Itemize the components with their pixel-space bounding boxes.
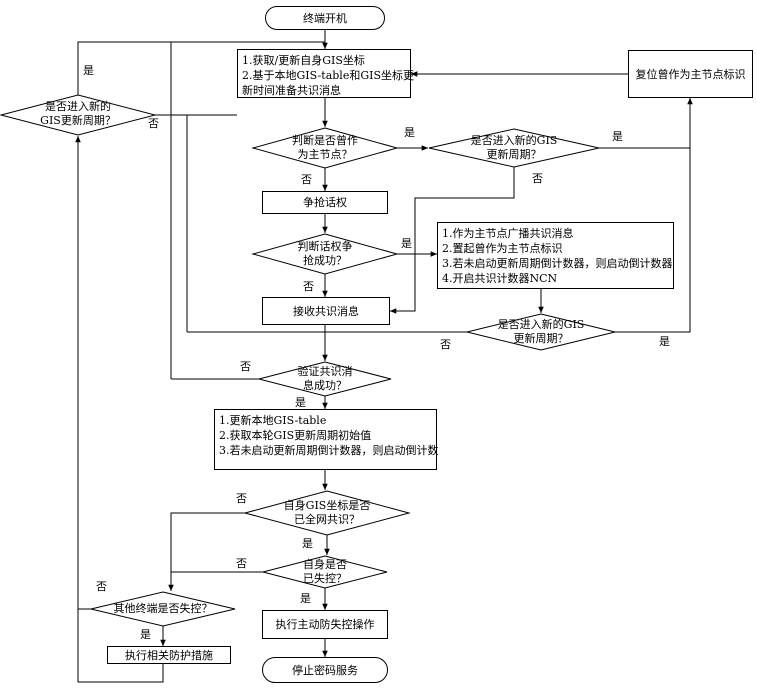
label-yes-lower: 是 <box>659 335 670 348</box>
lower-new-period-line-2: 更新周期？ <box>513 332 569 345</box>
decision-lower-new-period <box>466 313 616 351</box>
label-yes-verify: 是 <box>295 396 306 409</box>
self-lost-line-1: 自身是否 <box>303 558 347 571</box>
reset-flag-box: 复位曾作为主节点标识 <box>628 50 753 98</box>
label-no-mid: 否 <box>532 172 543 185</box>
broadcast-line-2: 2.置起曾作为主节点标识 <box>442 242 563 255</box>
gis-consensus-text: 自身GIS坐标是否 已全网共识？ <box>267 499 387 527</box>
label-no-lower: 否 <box>440 338 451 351</box>
label-no-self-lost: 否 <box>236 557 247 570</box>
label-yes-contend: 是 <box>401 237 412 250</box>
broadcast-line-1: 1.作为主节点广播共识消息 <box>442 227 574 240</box>
contend-success-line-1: 判断话权争 <box>297 240 353 253</box>
label-no-verify: 否 <box>240 360 251 373</box>
was-master-line-2: 为主节点？ <box>297 148 353 161</box>
verify-line-2: 息成功？ <box>303 379 347 392</box>
gis-consensus-line-2: 已全网共识？ <box>294 513 360 526</box>
start-terminal: 终端开机 <box>265 6 385 30</box>
verify-text: 验证共识消 息成功？ <box>270 365 380 393</box>
was-master-line-1: 判断是否曾作 <box>292 134 358 147</box>
update-table-line-2: 2.获取本轮GIS更新周期初始值 <box>219 429 372 442</box>
lower-new-period-text: 是否进入新的GIS 更新周期？ <box>486 318 596 346</box>
decision-left-new-period <box>0 94 157 136</box>
left-new-period-line-2: GIS更新周期？ <box>40 114 116 127</box>
arrow-other-no-to-left <box>75 136 91 610</box>
update-gis-line-3: 新时间准备共识消息 <box>242 84 341 97</box>
end-label: 停止密码服务 <box>292 663 358 677</box>
update-gis-line-2: 2.基于本地GIS-table和GIS坐标更 <box>242 69 414 82</box>
label-no-other-lost: 否 <box>96 580 107 593</box>
update-table-line-3: 3.若未启动更新周期倒计数器，则启动倒计数 <box>219 444 439 457</box>
contend-label: 争抢话权 <box>303 196 347 209</box>
arrow-protect-back <box>77 609 164 683</box>
update-table-line-1: 1.更新本地GIS-table <box>219 414 327 427</box>
was-master-text: 判断是否曾作 为主节点？ <box>270 134 380 162</box>
contend-success-line-2: 抢成功？ <box>303 254 347 267</box>
other-lost-text: 其他终端是否失控？ <box>103 602 223 616</box>
mid-new-period-line-2: 更新周期？ <box>486 148 542 161</box>
label-no-contend: 否 <box>303 280 314 293</box>
label-yes-was-master: 是 <box>404 126 415 139</box>
gis-consensus-line-1: 自身GIS坐标是否 <box>283 499 371 512</box>
contend-success-text: 判断话权争 抢成功？ <box>270 240 380 268</box>
mid-new-period-text: 是否进入新的GIS 更新周期？ <box>459 134 569 162</box>
broadcast-line-3: 3.若未启动更新周期倒计数器，则启动倒计数器 <box>442 257 673 270</box>
label-yes-self-lost: 是 <box>300 592 311 605</box>
label-no-left: 否 <box>148 117 159 130</box>
reset-flag-label: 复位曾作为主节点标识 <box>635 67 746 81</box>
label-yes-mid: 是 <box>612 130 623 143</box>
end-terminal: 停止密码服务 <box>262 657 388 683</box>
lower-new-period-line-1: 是否进入新的GIS <box>497 318 585 331</box>
label-no-consensus: 否 <box>236 492 247 505</box>
arrow-consensus-no-to-other <box>168 512 245 591</box>
broadcast-line-4: 4.开启共识计数器NCN <box>442 272 558 285</box>
other-lost-line-1: 其他终端是否失控？ <box>113 602 213 615</box>
anti-lost-box: 执行主动防失控操作 <box>262 610 388 639</box>
update-table-box: 1.更新本地GIS-table 2.获取本轮GIS更新周期初始值 3.若未启动更… <box>214 409 439 470</box>
arrow-mid-no-to-receive <box>390 167 515 314</box>
label-yes-left-top: 是 <box>83 64 94 77</box>
update-gis-box: 1.获取/更新自身GIS坐标 2.基于本地GIS-table和GIS坐标更 新时… <box>237 49 414 98</box>
label-yes-consensus: 是 <box>302 537 313 550</box>
broadcast-box: 1.作为主节点广播共识消息 2.置起曾作为主节点标识 3.若未启动更新周期倒计数… <box>437 222 674 289</box>
receive-label: 接收共识消息 <box>293 304 359 318</box>
contend-box: 争抢话权 <box>262 191 388 214</box>
protect-box: 执行相关防护措施 <box>107 646 231 664</box>
mid-new-period-line-1: 是否进入新的GIS <box>470 134 558 147</box>
anti-lost-label: 执行主动防失控操作 <box>275 618 375 631</box>
protect-label: 执行相关防护措施 <box>125 648 213 662</box>
self-lost-text: 自身是否 已失控？ <box>280 558 370 586</box>
arrow-lower-yes-to-reset <box>615 148 691 333</box>
verify-line-1: 验证共识消 <box>297 365 353 378</box>
arrow-left-yes-to-update <box>77 41 325 95</box>
label-yes-other-lost: 是 <box>140 628 151 641</box>
start-label: 终端开机 <box>303 11 347 25</box>
receive-box: 接收共识消息 <box>262 297 390 325</box>
left-new-period-text: 是否进入新的 GIS更新周期？ <box>18 100 138 128</box>
left-new-period-line-1: 是否进入新的 <box>45 100 111 113</box>
update-gis-line-1: 1.获取/更新自身GIS坐标 <box>242 54 365 67</box>
label-no-was-master: 否 <box>301 173 312 186</box>
self-lost-line-2: 已失控？ <box>303 572 347 585</box>
